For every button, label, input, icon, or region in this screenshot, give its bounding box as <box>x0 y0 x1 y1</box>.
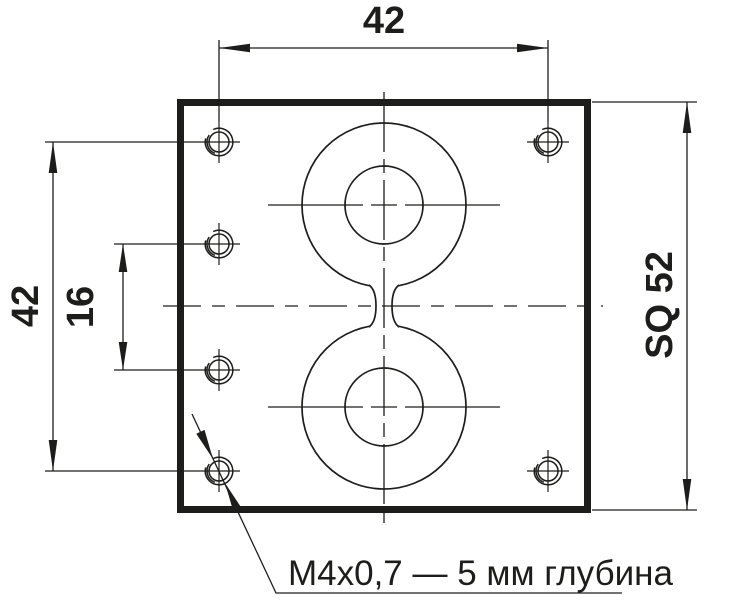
threaded-hole-mid-lower-left <box>197 348 241 392</box>
dimension-right-sq52: SQ 52 <box>592 101 697 511</box>
dim-label-left: 42 <box>5 285 47 327</box>
threaded-hole-mid-upper-left <box>197 222 241 266</box>
arrowhead-bottom <box>118 342 128 370</box>
thread-callout-label: M4x0,7 — 5 мм глубина <box>288 554 674 593</box>
neck-left-edge <box>368 284 377 328</box>
arrowhead-top <box>118 244 128 272</box>
arrowhead-bottom <box>682 479 692 510</box>
arrowhead-bottom <box>48 440 58 471</box>
dim-label-top: 42 <box>363 0 405 42</box>
dim-label-16: 16 <box>60 286 102 328</box>
leader-arrowhead-lower <box>225 483 242 513</box>
arrowhead-top <box>48 142 58 173</box>
dimension-top-42: 42 <box>218 0 549 121</box>
threaded-hole-top-left <box>197 120 241 164</box>
arrowhead-left <box>219 43 250 53</box>
arrowhead-right <box>517 43 548 53</box>
leader-arrowhead-upper <box>196 429 213 459</box>
dimension-left-16: 16 <box>60 243 198 371</box>
arrowhead-top <box>682 102 692 133</box>
dimension-left-42: 42 <box>5 141 198 472</box>
leader-line <box>191 413 622 594</box>
thread-callout-leader: M4x0,7 — 5 мм глубина <box>191 413 674 594</box>
threaded-hole-top-right <box>526 120 570 164</box>
threaded-hole-bottom-right <box>526 449 570 493</box>
dim-label-sq52: SQ 52 <box>639 251 681 359</box>
